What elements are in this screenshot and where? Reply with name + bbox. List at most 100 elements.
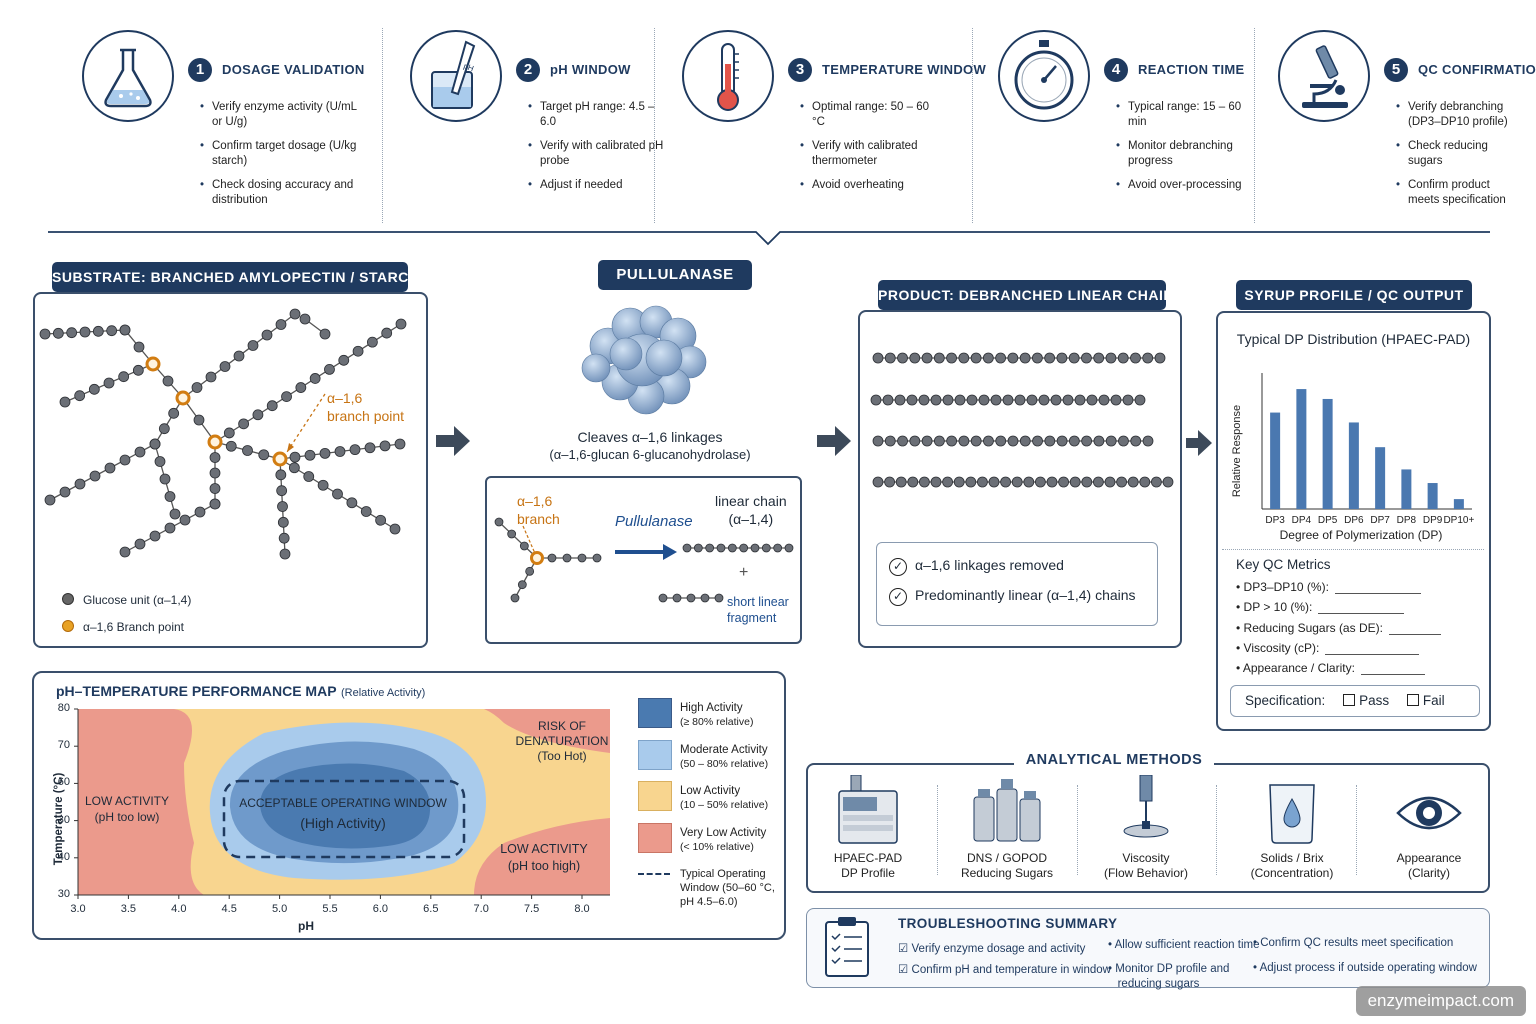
- glucose-unit: [1122, 394, 1134, 406]
- glucose-unit: [1081, 435, 1093, 447]
- step-title: QC CONFIRMATION: [1418, 62, 1536, 77]
- legend-branch: α–1,6 Branch point: [83, 620, 185, 634]
- glucose-unit: [942, 394, 954, 406]
- x-tick: 7.5: [523, 903, 540, 915]
- glucose-unit: [714, 593, 724, 603]
- glucose-unit: [525, 566, 535, 576]
- glucose-unit: [162, 375, 174, 387]
- dp-bar: [1322, 398, 1333, 509]
- glucose-unit: [1074, 394, 1086, 406]
- troubleshooting-panel: [806, 908, 1490, 988]
- method-label: Appearance: [1396, 851, 1462, 865]
- step-bullets: Verify enzyme activity (U/mL or U/g) Con…: [200, 100, 360, 217]
- glucose-unit: [966, 394, 978, 406]
- glucose-unit: [168, 407, 180, 419]
- glucose-unit: [338, 354, 350, 366]
- glucose-unit: [92, 325, 104, 337]
- dp-tick-label: DP7: [1370, 515, 1390, 526]
- branch-label: branch point: [327, 408, 405, 424]
- glucose-unit: [672, 593, 682, 603]
- x-tick: 3.5: [120, 903, 137, 915]
- divider: [1222, 549, 1484, 550]
- glucose-unit: [225, 440, 237, 452]
- glucose-unit: [1007, 435, 1019, 447]
- branch-pointer: [286, 393, 326, 453]
- glucose-unit: [1154, 352, 1166, 364]
- glucose-unit: [1062, 394, 1074, 406]
- glucose-unit: [319, 328, 331, 340]
- glucose-unit: [761, 543, 771, 553]
- glucose-unit: [507, 529, 517, 539]
- glucose-unit: [1019, 435, 1031, 447]
- glucose-unit: [970, 435, 982, 447]
- y-tick: 80: [57, 702, 70, 714]
- mech-branch-label: α–1,6: [517, 493, 553, 509]
- step-bullets: Target pH range: 4.5 – 6.0 Verify with c…: [528, 100, 668, 202]
- glucose-unit: [295, 382, 307, 393]
- dp-bar: [1401, 469, 1412, 509]
- glucose-unit: [784, 543, 794, 553]
- legend-swatch-low: [638, 781, 672, 811]
- syrup-header: SYRUP PROFILE / QC OUTPUT: [1236, 280, 1472, 310]
- product-summary-box: ✓α–1,6 linkages removed ✓Predominantly l…: [876, 542, 1158, 626]
- bullet: Monitor debranching progress: [1116, 139, 1256, 169]
- glucose-unit: [946, 352, 957, 364]
- glucose-unit: [164, 491, 176, 502]
- glucose-unit: [970, 352, 982, 364]
- legend-label: pH 4.5–6.0): [680, 896, 738, 908]
- glucose-unit: [930, 476, 942, 488]
- glucose-unit: [103, 377, 115, 389]
- product-header: PRODUCT: DEBRANCHED LINEAR CHAINS: [878, 280, 1183, 310]
- enzyme-structure-icon: [581, 305, 707, 415]
- glucose-unit: [289, 451, 301, 463]
- x-tick: 8.0: [574, 903, 590, 915]
- glucose-unit: [375, 514, 387, 526]
- glucose-unit: [59, 396, 71, 408]
- glucose-unit: [577, 553, 587, 563]
- glucose-unit: [164, 522, 176, 534]
- eye-icon: [1396, 796, 1462, 830]
- dp-y-label: Relative Response: [1231, 405, 1243, 497]
- qc-metric-label: DP > 10 (%):: [1243, 600, 1313, 614]
- glucose-unit: [727, 543, 737, 553]
- enzyme-header: PULLULANASE: [598, 260, 752, 290]
- y-tick: 60: [57, 776, 70, 789]
- glucose-unit: [1034, 476, 1046, 488]
- method-dns: DNS / GOPOD Reducing Sugars: [942, 775, 1072, 881]
- fail-checkbox[interactable]: [1406, 694, 1419, 706]
- glucose-unit: [1081, 476, 1093, 488]
- step-number: 3: [788, 58, 812, 82]
- glucose-unit: [995, 435, 1007, 447]
- microscope-icon: [1278, 30, 1370, 122]
- step-title: pH WINDOW: [550, 62, 631, 77]
- glucose-unit: [324, 363, 335, 375]
- glucose-unit: [119, 546, 131, 558]
- pass-checkbox[interactable]: [1343, 694, 1356, 706]
- glucose-unit: [547, 553, 557, 563]
- glucose-unit: [209, 498, 221, 510]
- qc-metric: • Appearance / Clarity:: [1236, 661, 1425, 675]
- operating-window: [222, 779, 466, 859]
- glucose-unit: [1032, 435, 1043, 447]
- glucose-unit: [906, 394, 918, 406]
- glucose-unit: [242, 445, 253, 456]
- amylopectin-diagram: [39, 308, 407, 560]
- method-label: DNS / GOPOD: [966, 851, 1047, 865]
- bullet: Optimal range: 50 – 60 °C: [800, 100, 940, 130]
- glucose-unit: [946, 435, 958, 447]
- method-appearance: Appearance (Clarity): [1364, 775, 1494, 881]
- glucose-unit: [149, 438, 161, 450]
- glucose-unit: [89, 470, 101, 482]
- method-label: Viscosity: [1122, 851, 1170, 865]
- glucose-unit: [1093, 352, 1105, 364]
- glucose-unit: [870, 394, 882, 406]
- glucose-unit: [978, 394, 990, 406]
- glucose-unit: [276, 485, 288, 497]
- glucose-unit: [252, 409, 264, 421]
- glucose-unit: [1105, 435, 1117, 447]
- key-qc-title: Key QC Metrics: [1236, 557, 1331, 572]
- glucose-unit: [134, 538, 146, 550]
- product-panel: ✓α–1,6 linkages removed ✓Predominantly l…: [858, 310, 1182, 648]
- step-title: TEMPERATURE WINDOW: [822, 62, 987, 77]
